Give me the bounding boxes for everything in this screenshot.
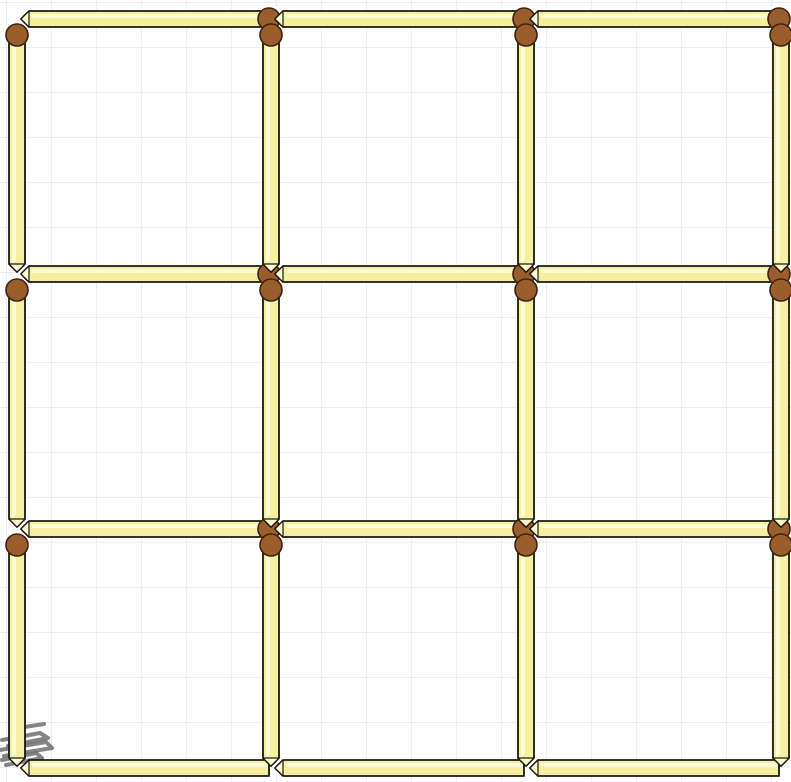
match-vertical-c3-r3[interactable] xyxy=(515,534,537,766)
match-horizontal-r4-c3[interactable] xyxy=(530,760,779,776)
match-vertical-c4-r3[interactable] xyxy=(770,534,791,766)
match-vertical-c1-r3[interactable] xyxy=(6,534,28,766)
match-horizontal-r2-c3[interactable] xyxy=(530,263,790,285)
match-horizontal-r1-c1[interactable] xyxy=(21,8,280,30)
match-vertical-c3-r2[interactable] xyxy=(515,279,537,527)
match-vertical-c3-r1[interactable] xyxy=(515,24,537,272)
match-horizontal-r2-c1[interactable] xyxy=(21,263,280,285)
match-horizontal-r3-c3[interactable] xyxy=(530,518,790,540)
match-vertical-c1-r1[interactable] xyxy=(6,24,28,272)
match-horizontal-r3-c2[interactable] xyxy=(275,518,535,540)
match-horizontal-r4-c1[interactable] xyxy=(21,760,269,776)
match-vertical-c2-r3[interactable] xyxy=(260,534,282,766)
match-vertical-c2-r2[interactable] xyxy=(260,279,282,527)
match-vertical-c4-r2[interactable] xyxy=(770,279,791,527)
match-horizontal-r1-c2[interactable] xyxy=(275,8,535,30)
match-horizontal-r2-c2[interactable] xyxy=(275,263,535,285)
match-horizontal-r1-c3[interactable] xyxy=(530,8,790,30)
match-vertical-c2-r1[interactable] xyxy=(260,24,282,272)
match-vertical-c1-r2[interactable] xyxy=(6,279,28,527)
match-vertical-c4-r1[interactable] xyxy=(770,24,791,272)
match-horizontal-r3-c1[interactable] xyxy=(21,518,280,540)
match-horizontal-r4-c2[interactable] xyxy=(275,760,524,776)
